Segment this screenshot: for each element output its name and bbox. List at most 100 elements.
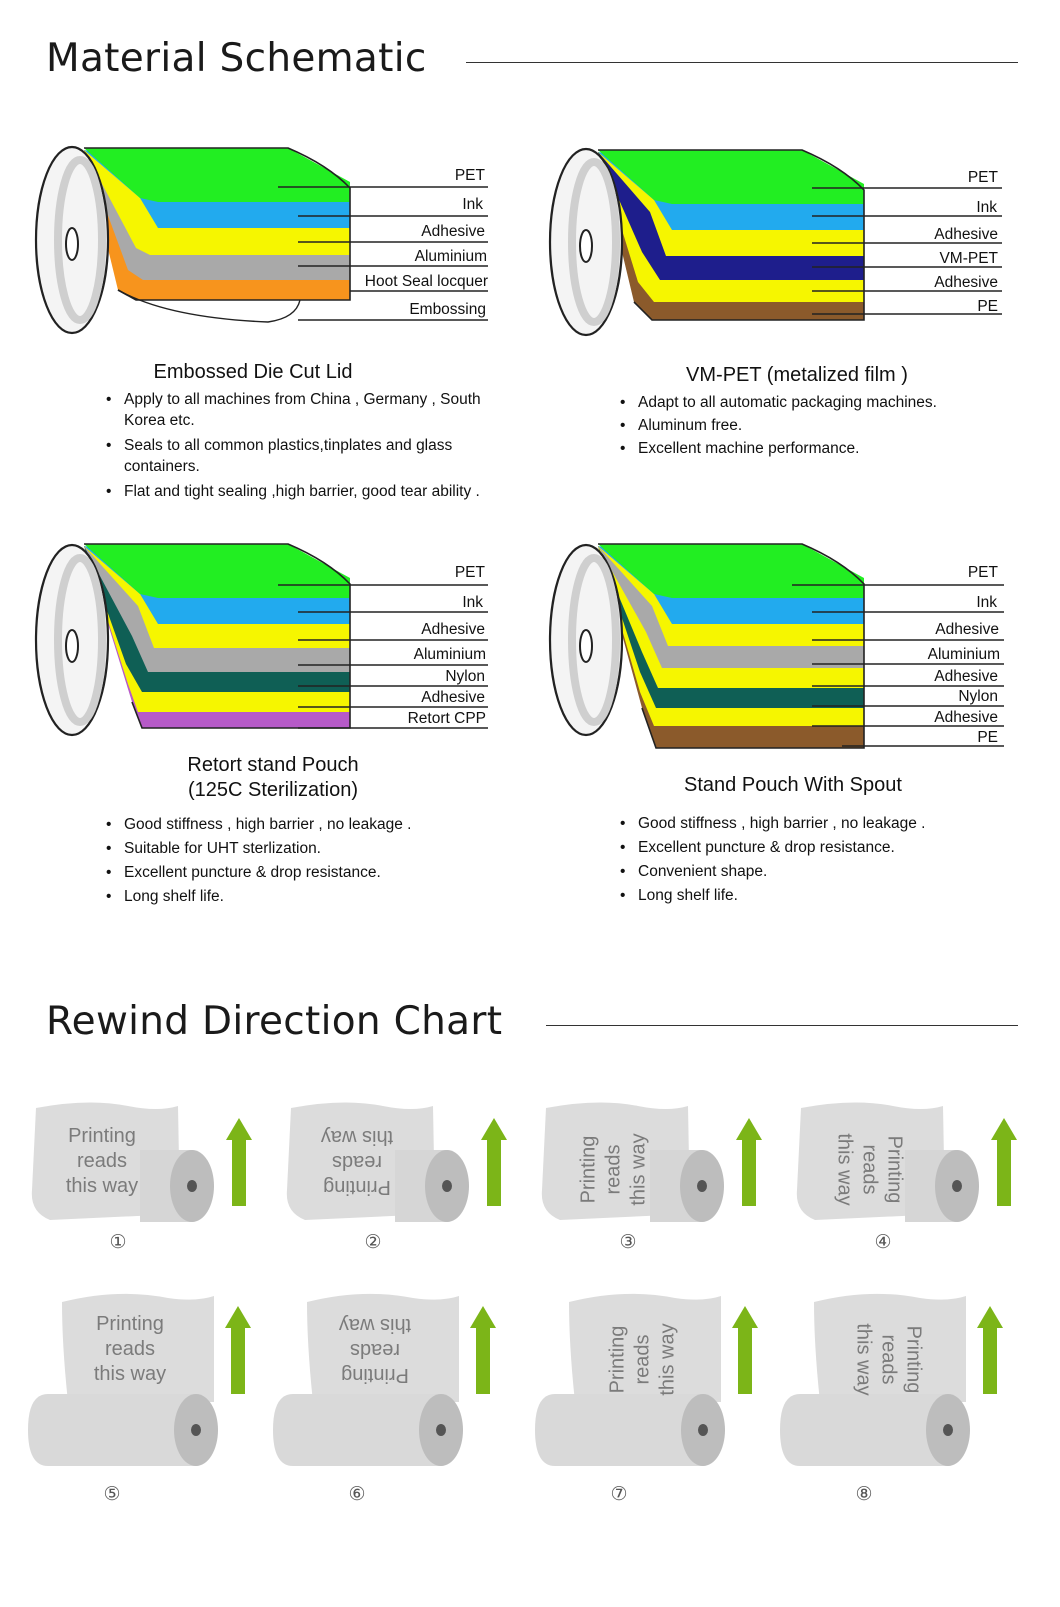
option-number: ②	[364, 1231, 382, 1253]
feature-item: Good stiffness , high barrier , no leaka…	[618, 813, 1018, 834]
roll-body	[780, 1394, 948, 1466]
layer-label: PET	[968, 564, 999, 581]
roll-shade	[568, 554, 620, 726]
printing-label-line: this way	[93, 1363, 167, 1385]
up-arrow-icon	[732, 1306, 758, 1394]
section-divider	[466, 62, 1018, 63]
feature-list: Good stiffness , high barrier , no leaka…	[618, 813, 1018, 910]
roll-shade	[54, 554, 106, 726]
roll-hole	[579, 229, 593, 263]
panel-title: Embossed Die Cut Lid	[153, 361, 353, 383]
option-number: ⑤	[103, 1483, 121, 1505]
sheet-outline	[598, 543, 865, 749]
arrow-head	[736, 1118, 762, 1140]
up-arrow-icon	[736, 1118, 762, 1206]
printing-label-line: this way	[833, 1133, 856, 1206]
arrow-shaft	[231, 1326, 245, 1394]
printing-label-line: this way	[65, 1175, 139, 1197]
printing-label-line: Printing	[323, 1176, 391, 1198]
rewind-roll-graphic	[796, 1102, 1017, 1222]
printing-label-line: reads	[76, 1150, 128, 1172]
rewind-roll-graphic	[31, 1102, 252, 1222]
sheet-outline	[84, 543, 351, 729]
feature-item: Aluminum free.	[618, 415, 1018, 436]
roll-core	[943, 1424, 953, 1436]
arrow-head	[977, 1306, 1003, 1328]
layer-label: PE	[977, 729, 998, 746]
layer-label: Adhesive	[935, 621, 999, 638]
section-divider	[546, 1025, 1018, 1026]
layer-label: Adhesive	[934, 668, 998, 685]
arrow-shaft	[983, 1326, 997, 1394]
layer-label: PET	[455, 167, 486, 184]
printing-label-line: reads	[858, 1144, 881, 1195]
layer-label-leaders	[278, 584, 488, 729]
rewind-direction-header: Rewind Direction Chart	[46, 999, 1026, 1059]
option-number: ⑧	[855, 1483, 873, 1505]
roll-body	[273, 1394, 441, 1466]
panel-retort-stand-pouch: PET Ink Adhesive Aluminium Nylon Adhesiv…	[28, 536, 538, 926]
printing-label-line: reads	[349, 1339, 401, 1361]
rewind-roll-graphic	[541, 1102, 762, 1222]
roll-core	[952, 1180, 962, 1192]
feature-item: Suitable for UHT sterlization.	[104, 838, 504, 859]
option-number: ③	[619, 1231, 637, 1253]
layer-label: Adhesive	[421, 689, 485, 706]
arrow-head	[226, 1118, 252, 1140]
panel-embossed-die-cut-lid: PET Ink Adhesive Aluminium Hoot Seal loc…	[28, 140, 538, 540]
sheet-outline	[598, 149, 865, 321]
laminate-diagram: PET Ink Adhesive Aluminium Adhesive Nylo…	[548, 543, 1004, 749]
arrow-head	[991, 1118, 1017, 1140]
layer-label: Ink	[976, 199, 997, 216]
laminate-diagram: PET Ink Adhesive VM-PET Adhesive PE	[548, 147, 1002, 337]
printing-label-line: Printing	[341, 1364, 409, 1386]
up-arrow-icon	[977, 1306, 1003, 1394]
layer-label: Adhesive	[934, 226, 998, 243]
layer-label: Aluminium	[415, 248, 487, 265]
arrow-head	[481, 1118, 507, 1140]
layer-label: VM-PET	[939, 250, 998, 267]
material-schematic-header: Material Schematic	[46, 36, 1026, 96]
feature-list: Apply to all machines from China , Germa…	[104, 389, 484, 506]
feature-item: Flat and tight sealing ,high barrier, go…	[104, 481, 484, 502]
printing-label-line: reads	[602, 1144, 625, 1195]
panel-vm-pet: PET Ink Adhesive VM-PET Adhesive PE VM-P…	[542, 142, 1052, 542]
arrow-head	[470, 1306, 496, 1328]
layer-label-leaders	[812, 187, 1002, 315]
feature-list: Good stiffness , high barrier , no leaka…	[104, 814, 504, 911]
layer-label: Ink	[976, 594, 997, 611]
roll-hole	[65, 227, 79, 261]
arrow-head	[732, 1306, 758, 1328]
layer-label: Embossing	[409, 301, 486, 318]
arrow-shaft	[476, 1326, 490, 1394]
printing-label-line: Printing	[577, 1135, 600, 1204]
layer-label: PE	[977, 298, 998, 315]
laminate-diagram: PET Ink Adhesive Aluminium Nylon Adhesiv…	[34, 543, 488, 737]
roll-body	[28, 1394, 196, 1466]
up-arrow-icon	[481, 1118, 507, 1206]
layer-label: Adhesive	[421, 621, 485, 638]
embossing-outline	[117, 289, 301, 323]
roll-core	[191, 1424, 201, 1436]
feature-item: Excellent puncture & drop resistance.	[104, 862, 504, 883]
printing-label-line: reads	[104, 1338, 156, 1360]
up-arrow-icon	[225, 1306, 251, 1394]
rewind-roll-graphic	[535, 1293, 758, 1466]
roll-core	[442, 1180, 452, 1192]
roll-hole	[65, 629, 79, 663]
feature-item: Long shelf life.	[104, 886, 504, 907]
roll-shade	[568, 158, 620, 326]
section-title-material: Material Schematic	[46, 36, 427, 81]
laminate-diagram: PET Ink Adhesive Aluminium Hoot Seal loc…	[34, 145, 488, 335]
arrow-shaft	[487, 1138, 501, 1206]
